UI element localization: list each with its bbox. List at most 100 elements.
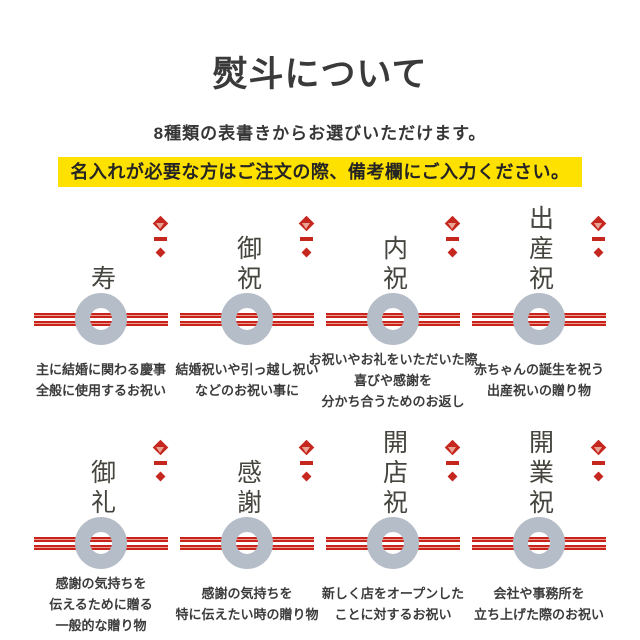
noshi-card-head: 内祝 <box>320 213 466 295</box>
noshi-card-head: 感謝 <box>174 437 320 519</box>
noshi-diamond-small-icon <box>593 247 603 257</box>
noshi-description-line: 喜びや感謝を <box>353 372 432 388</box>
noshi-card: 開業祝 会社や事務所を立ち上げた際のお祝い <box>466 429 612 639</box>
noshi-description-line: 会社や事務所を <box>493 586 585 601</box>
mizuhiki-ring <box>513 293 565 345</box>
noshi-label: 寿 <box>87 265 116 295</box>
noshi-label: 内祝 <box>379 235 408 295</box>
noshi-diamond-large-icon <box>591 216 606 231</box>
noshi-bar-icon <box>591 461 605 465</box>
noshi-label: 御祝 <box>233 235 262 295</box>
noshi-description-line: 立ち上げた際のお祝い <box>473 607 604 622</box>
noshi-diamond-small-icon <box>155 471 165 481</box>
mizuhiki-ring <box>221 517 273 569</box>
noshi-ornament-icon <box>152 440 168 481</box>
noshi-description: 新しく店をオープンしたことに対するお祝い <box>320 569 466 639</box>
noshi-description-line: 出産祝いの贈り物 <box>486 383 591 398</box>
mizuhiki-graphic <box>28 517 174 569</box>
noshi-description-line: 一般的な贈り物 <box>55 617 147 633</box>
noshi-card: 開店祝 新しく店をオープンしたことに対するお祝い <box>320 429 466 639</box>
noshi-ornament-icon <box>590 440 606 481</box>
mizuhiki-graphic <box>466 293 612 345</box>
noshi-card: 感謝 感謝の気持ちを特に伝えたい時の贈り物 <box>174 437 320 639</box>
notice-row: 名入れが必要な方はご注文の際、備考欄にご入力ください。 <box>0 157 640 187</box>
mizuhiki-graphic <box>320 517 466 569</box>
noshi-label: 出産祝 <box>525 205 554 295</box>
noshi-ornament-icon <box>444 440 460 481</box>
noshi-description-line: 感謝の気持ちを <box>201 586 293 601</box>
noshi-ornament-icon <box>590 216 606 257</box>
noshi-description: 赤ちゃんの誕生を祝う出産祝いの贈り物 <box>466 345 612 415</box>
noshi-description-line: 主に結婚に関わる慶事 <box>35 362 166 377</box>
noshi-diamond-small-icon <box>301 471 311 481</box>
noshi-card-head: 開業祝 <box>466 429 612 519</box>
noshi-diamond-large-icon <box>445 216 460 231</box>
noshi-label: 開店祝 <box>379 429 408 519</box>
noshi-card-head: 寿 <box>28 213 174 295</box>
noshi-card: 内祝 お祝いやお礼をいただいた際喜びや感謝を分かち合うためのお返し <box>309 213 478 415</box>
notice-highlight: 名入れが必要な方はご注文の際、備考欄にご入力ください。 <box>58 157 582 187</box>
noshi-label: 感謝 <box>233 459 262 519</box>
noshi-description-line: 赤ちゃんの誕生を祝う <box>473 362 604 377</box>
noshi-card: 寿 主に結婚に関わる慶事全般に使用するお祝い <box>28 213 174 415</box>
noshi-label: 開業祝 <box>525 429 554 519</box>
noshi-description: 主に結婚に関わる慶事全般に使用するお祝い <box>28 345 174 415</box>
noshi-description: 感謝の気持ちを伝えるために贈る一般的な贈り物 <box>28 569 174 639</box>
noshi-description-line: 分かち合うためのお返し <box>321 393 465 409</box>
noshi-diamond-large-icon <box>153 216 168 231</box>
mizuhiki-ring <box>221 293 273 345</box>
noshi-diamond-small-icon <box>301 247 311 257</box>
noshi-bar-icon <box>299 461 313 465</box>
noshi-bar-icon <box>445 461 459 465</box>
mizuhiki-graphic <box>466 517 612 569</box>
noshi-diamond-large-icon <box>445 440 460 455</box>
noshi-description-line: お祝いやお礼をいただいた際 <box>308 351 478 367</box>
noshi-card-head: 御祝 <box>174 213 320 295</box>
noshi-description-line: 全般に使用するお祝い <box>35 383 166 398</box>
noshi-card: 御礼 感謝の気持ちを伝えるために贈る一般的な贈り物 <box>28 437 174 639</box>
noshi-description: 結婚祝いや引っ越し祝いなどのお祝い事に <box>174 345 320 415</box>
noshi-card: 御祝 結婚祝いや引っ越し祝いなどのお祝い事に <box>174 213 320 415</box>
noshi-ornament-icon <box>298 440 314 481</box>
noshi-card-head: 御礼 <box>28 437 174 519</box>
mizuhiki-ring <box>367 293 419 345</box>
noshi-diamond-large-icon <box>299 440 314 455</box>
noshi-diamond-small-icon <box>447 247 457 257</box>
noshi-bar-icon <box>445 237 459 241</box>
subtitle: 8種類の表書きからお選びいただけます。 <box>153 124 487 143</box>
noshi-bar-icon <box>591 237 605 241</box>
noshi-grid: 寿 主に結婚に関わる慶事全般に使用するお祝い 御祝 結婚祝いや引っ越 <box>28 205 612 639</box>
noshi-description: 感謝の気持ちを特に伝えたい時の贈り物 <box>174 569 320 639</box>
noshi-label: 御礼 <box>87 459 116 519</box>
noshi-diamond-large-icon <box>153 440 168 455</box>
noshi-description-line: などのお祝い事に <box>194 383 299 398</box>
noshi-card-head: 開店祝 <box>320 429 466 519</box>
page-title: 熨斗について <box>212 55 428 94</box>
noshi-ornament-icon <box>152 216 168 257</box>
noshi-card: 出産祝 赤ちゃんの誕生を祝う出産祝いの贈り物 <box>466 205 612 415</box>
noshi-diamond-small-icon <box>155 247 165 257</box>
noshi-ornament-icon <box>444 216 460 257</box>
mizuhiki-graphic <box>174 293 320 345</box>
noshi-description-line: 新しく店をオープンした <box>321 586 465 601</box>
mizuhiki-graphic <box>174 517 320 569</box>
noshi-description-line: 伝えるために贈る <box>49 596 153 612</box>
noshi-diamond-small-icon <box>593 471 603 481</box>
mizuhiki-ring <box>75 293 127 345</box>
noshi-bar-icon <box>299 237 313 241</box>
noshi-description-line: 結婚祝いや引っ越し祝い <box>175 362 319 377</box>
noshi-description-line: ことに対するお祝い <box>334 607 452 622</box>
noshi-description-line: 特に伝えたい時の贈り物 <box>175 607 319 622</box>
noshi-diamond-large-icon <box>591 440 606 455</box>
noshi-description: 会社や事務所を立ち上げた際のお祝い <box>466 569 612 639</box>
mizuhiki-ring <box>367 517 419 569</box>
mizuhiki-graphic <box>320 293 466 345</box>
noshi-ornament-icon <box>298 216 314 257</box>
noshi-diamond-large-icon <box>299 216 314 231</box>
noshi-bar-icon <box>153 237 167 241</box>
mizuhiki-ring <box>513 517 565 569</box>
noshi-description: お祝いやお礼をいただいた際喜びや感謝を分かち合うためのお返し <box>309 345 478 415</box>
noshi-bar-icon <box>153 461 167 465</box>
noshi-diamond-small-icon <box>447 471 457 481</box>
